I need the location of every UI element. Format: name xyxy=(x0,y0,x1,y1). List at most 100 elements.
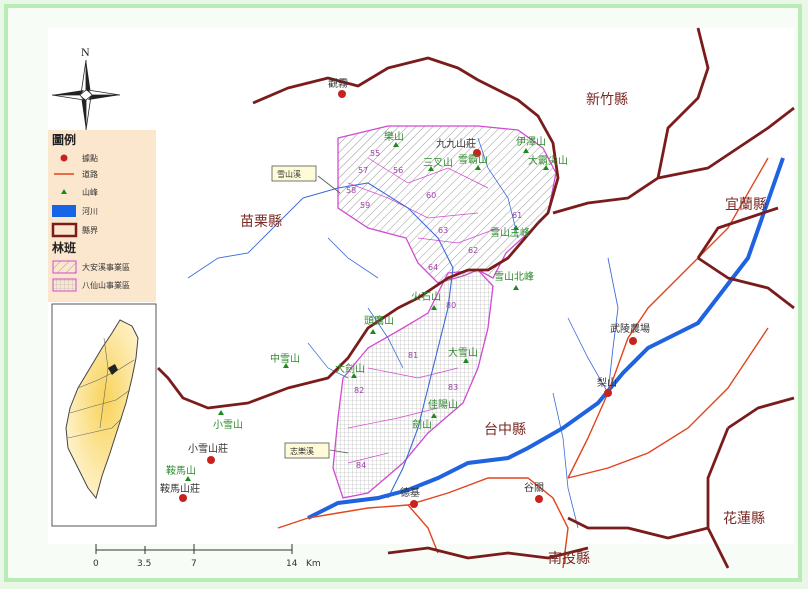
county-label: 苗栗縣 xyxy=(240,214,282,230)
peak-label: 小雪山 xyxy=(213,419,243,431)
callout-box xyxy=(271,165,317,182)
callout-label: 雪山溪 xyxy=(277,169,301,179)
peak-label: 中雪山 xyxy=(270,352,300,365)
legend-item: 道路 xyxy=(82,169,98,179)
station-marker xyxy=(179,494,187,502)
compartment-label: 81 xyxy=(408,351,418,360)
compartment-label: 56 xyxy=(393,166,403,175)
stations: 觀霧 九九山莊 武陵農場 梨山 谷關 德基 小雪山莊 鞍馬山莊 xyxy=(160,78,650,508)
peak-label: 雪山北峰 xyxy=(494,271,534,283)
legend-peak-swatch xyxy=(61,189,67,194)
county-boundaries xyxy=(157,27,795,569)
station-label: 德基 xyxy=(400,486,420,499)
dajia-zone xyxy=(337,125,557,284)
peak-label: 雪霸山 xyxy=(458,154,488,166)
station-label: 武陵農場 xyxy=(610,322,650,335)
station-marker xyxy=(535,495,543,503)
scale-bar: 0 3.5 7 14 Km xyxy=(93,544,321,569)
compartment-label: 59 xyxy=(360,201,370,210)
peaks: 樂山 三叉山 雪霸山 伊澤山 大霸尖山 雪山主峰 雪山北峰 火石山 頭鷹山 大劍… xyxy=(166,130,568,477)
legend-title: 圖例 xyxy=(52,132,76,147)
roads xyxy=(277,157,769,569)
compartment-label: 61 xyxy=(512,211,522,220)
peak-label: 伊澤山 xyxy=(516,136,546,148)
peak-label: 大雪山 xyxy=(448,346,478,359)
legend-item: 八仙山事業區 xyxy=(82,280,130,290)
legend-item: 據點 xyxy=(82,153,98,163)
county-labels: 新竹縣 苗栗縣 宜蘭縣 台中縣 花蓮縣 南投縣 xyxy=(240,92,767,567)
scale-tick-label: 0 xyxy=(93,559,99,569)
north-arrow: N xyxy=(51,45,121,131)
major-river xyxy=(307,157,785,520)
legend-county-swatch xyxy=(51,222,78,238)
scale-tick-label: 14 xyxy=(286,559,298,569)
callouts: 雪山溪 志樂溪 xyxy=(271,165,349,459)
compartment-label: 63 xyxy=(438,226,448,235)
peak-label: 三叉山 xyxy=(423,157,453,169)
station-label: 鞍馬山莊 xyxy=(160,482,200,495)
rivers xyxy=(187,137,785,529)
station-marker xyxy=(207,456,215,464)
compartment-label: 57 xyxy=(358,166,368,175)
station-label: 九九山莊 xyxy=(436,138,476,150)
legend-baxianshan-swatch xyxy=(52,278,77,292)
peak-label: 大霸尖山 xyxy=(528,154,568,167)
station-marker xyxy=(629,337,637,345)
legend-item: 大安溪事業區 xyxy=(82,262,130,272)
compartment-label: 64 xyxy=(428,263,438,272)
county-label: 宜蘭縣 xyxy=(725,197,767,213)
peak-label: 火石山 xyxy=(411,291,441,303)
map-panel xyxy=(48,28,794,544)
legend: 圖例 據點 道路 山峰 河川 縣界 林班 大安溪事業區 八仙山事業區 xyxy=(48,130,156,302)
north-label: N xyxy=(81,45,90,59)
callout-box xyxy=(284,442,330,459)
compartment-label: 58 xyxy=(346,186,356,195)
legend-dajia-swatch xyxy=(52,260,77,274)
legend-river-swatch xyxy=(52,205,76,217)
legend-station-swatch xyxy=(60,154,68,162)
taiwan-outline xyxy=(65,319,139,500)
peak-markers xyxy=(185,142,549,481)
compartment-label: 80 xyxy=(446,301,456,310)
management-zones xyxy=(332,125,557,499)
compartment-label: 62 xyxy=(468,246,478,255)
county-label: 台中縣 xyxy=(484,422,526,438)
legend-item: 縣界 xyxy=(82,225,98,235)
peak-label: 鞍馬山 xyxy=(166,464,196,477)
peak-label: 樂山 xyxy=(384,130,404,143)
county-label: 花蓮縣 xyxy=(723,511,765,527)
station-label: 觀霧 xyxy=(328,78,348,90)
station-marker xyxy=(410,500,418,508)
compartment-labels: 55 56 57 58 59 60 61 62 63 64 80 81 82 8… xyxy=(346,149,522,470)
compartment-label: 82 xyxy=(354,386,364,395)
inset-map xyxy=(51,303,157,527)
legend-item: 山峰 xyxy=(82,187,98,197)
callout-label: 志樂溪 xyxy=(290,446,314,456)
station-marker xyxy=(604,389,612,397)
baxianshan-zone xyxy=(332,269,494,499)
compartment-label: 60 xyxy=(426,191,436,200)
county-label: 南投縣 xyxy=(548,551,590,567)
peak-label: 劍山 xyxy=(412,418,432,431)
topographic-map: 55 56 57 58 59 60 61 62 63 64 80 81 82 8… xyxy=(48,27,795,569)
compartment-label: 83 xyxy=(448,383,458,392)
station-marker xyxy=(338,90,346,98)
county-label: 新竹縣 xyxy=(586,92,628,108)
study-area-marker xyxy=(108,364,118,375)
legend-subtitle: 林班 xyxy=(52,240,76,255)
scale-tick-label: 3.5 xyxy=(137,559,151,569)
scale-tick-label: 7 xyxy=(191,559,197,569)
station-label: 谷關 xyxy=(524,482,544,494)
peak-label: 雪山主峰 xyxy=(490,227,530,239)
compartment-label: 84 xyxy=(356,461,366,470)
peak-label: 佳陽山 xyxy=(428,398,458,411)
scale-unit: Km xyxy=(306,559,321,569)
compartment-label: 55 xyxy=(370,149,380,158)
legend-item: 河川 xyxy=(82,206,98,216)
station-label: 小雪山莊 xyxy=(188,443,228,455)
map-frame: 55 56 57 58 59 60 61 62 63 64 80 81 82 8… xyxy=(4,4,802,582)
peak-label: 頭鷹山 xyxy=(364,314,394,327)
station-label: 梨山 xyxy=(597,376,617,389)
station-marker xyxy=(473,149,481,157)
peak-label: 大劍山 xyxy=(335,362,365,375)
